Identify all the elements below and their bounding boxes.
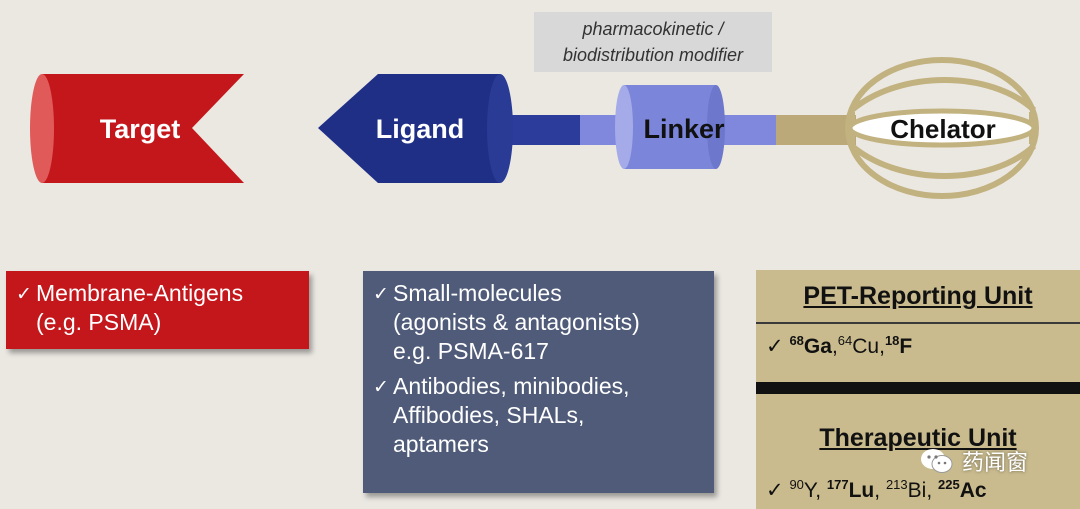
check-icon: ✓ xyxy=(373,284,389,305)
pet-title-rule xyxy=(756,322,1080,324)
isotope-separator: , xyxy=(874,479,886,502)
isotope-separator: , xyxy=(926,479,938,502)
target-item: ✓ Membrane-Antigens (e.g. PSMA) xyxy=(16,279,299,337)
ligand-item-1-line-1: Small-molecules xyxy=(393,280,562,306)
isotope-separator: , xyxy=(879,335,885,358)
chelator-info-box: PET-Reporting Unit ✓ 68Ga,64Cu,18F Thera… xyxy=(756,270,1080,509)
chelator-core xyxy=(847,108,1037,148)
wechat-icon xyxy=(921,449,953,473)
isotope-mass-number: 225 xyxy=(938,477,960,492)
ligand-item-2-line-3: aptamers xyxy=(393,431,489,457)
therapeutic-isotope-bi: 213Bi xyxy=(885,477,927,502)
ligand-info-box: ✓ Small-molecules (agonists & antagonist… xyxy=(363,271,714,493)
check-icon: ✓ xyxy=(766,479,784,502)
therapeutic-isotope-list: ✓ 90Y, 177Lu, 213Bi, 225Ac xyxy=(766,478,987,503)
target-item-line-2: (e.g. PSMA) xyxy=(36,309,162,335)
watermark: 药闻窗 xyxy=(920,445,1028,477)
isotope-separator: , xyxy=(815,479,827,502)
target-info-box: ✓ Membrane-Antigens (e.g. PSMA) xyxy=(6,271,309,349)
therapeutic-isotope-ac: 225Ac xyxy=(938,477,987,502)
modifier-line-2: biodistribution modifier xyxy=(562,45,744,65)
unit-divider xyxy=(756,382,1080,394)
therapeutic-isotopes: 90Y, 177Lu, 213Bi, 225Ac xyxy=(789,477,987,502)
isotope-symbol: Bi xyxy=(907,479,927,502)
modifier-line-1: pharmacokinetic / xyxy=(582,19,724,39)
isotope-symbol: Ac xyxy=(959,479,987,502)
pet-isotope-ga: 68Ga xyxy=(789,333,832,358)
isotope-symbol: F xyxy=(899,335,913,358)
pet-unit-title: PET-Reporting Unit xyxy=(803,282,1033,310)
ligand-rod xyxy=(500,115,582,145)
isotope-symbol: Lu xyxy=(848,479,875,502)
isotope-mass-number: 177 xyxy=(826,477,849,492)
check-icon: ✓ xyxy=(373,377,389,398)
linker-shape: Linker xyxy=(615,85,725,169)
check-icon: ✓ xyxy=(16,284,32,305)
pet-isotopes: 68Ga,64Cu,18F xyxy=(789,333,913,358)
ligand-item-1-line-2: (agonists & antagonists) xyxy=(393,309,640,335)
isotope-symbol: Cu xyxy=(852,335,880,358)
linker-label: Linker xyxy=(643,114,725,144)
target-shape: Target xyxy=(30,74,244,183)
pet-isotope-list: ✓ 68Ga,64Cu,18F xyxy=(766,334,912,359)
ligand-label: Ligand xyxy=(376,114,465,144)
isotope-separator: , xyxy=(831,335,838,358)
therapeutic-isotope-y: 90Y xyxy=(789,477,816,502)
isotope-mass-number: 213 xyxy=(885,477,908,492)
ligand-item-2-line-1: Antibodies, minibodies, xyxy=(393,373,630,399)
pet-isotope-cu: 64Cu xyxy=(837,333,880,358)
ligand-shape: Ligand xyxy=(318,74,513,183)
ligand-item-small-molecules: ✓ Small-molecules (agonists & antagonist… xyxy=(373,279,704,366)
chelator-rod xyxy=(776,115,856,145)
pet-isotope-f: 18F xyxy=(884,333,913,358)
ligand-item-1-line-3: e.g. PSMA-617 xyxy=(393,338,549,364)
isotope-mass-number: 90 xyxy=(789,477,804,492)
isotope-mass-number: 64 xyxy=(837,333,853,348)
isotope-symbol: Y xyxy=(803,479,816,502)
isotope-mass-number: 18 xyxy=(884,333,900,348)
watermark-text: 药闻窗 xyxy=(962,450,1029,475)
pk-modifier-label: pharmacokinetic / biodistribution modifi… xyxy=(534,12,772,72)
isotope-mass-number: 68 xyxy=(789,333,804,348)
ligand-item-antibodies: ✓ Antibodies, minibodies, Affibodies, SH… xyxy=(373,372,704,459)
target-item-line-1: Membrane-Antigens xyxy=(36,280,244,306)
therapeutic-isotope-lu: 177Lu xyxy=(826,477,875,502)
therapeutic-unit-title: Therapeutic Unit xyxy=(819,424,1017,452)
isotope-symbol: Ga xyxy=(803,335,832,358)
ligand-item-2-line-2: Affibodies, SHALs, xyxy=(393,402,585,428)
check-icon: ✓ xyxy=(766,335,784,358)
chelator-label: Chelator xyxy=(890,114,995,144)
target-label: Target xyxy=(100,114,181,144)
